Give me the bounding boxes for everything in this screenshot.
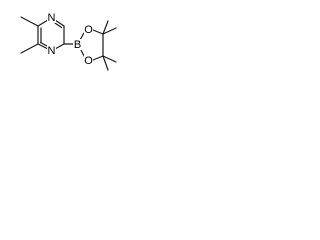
bond-pinacol-methyl-1: [102, 27, 117, 35]
bond-methyl-top: [20, 16, 39, 27]
bond-ring-c3-n4: [37, 19, 49, 27]
bond-pinacol-methyl-4: [102, 55, 109, 71]
bond-ring-n1-c2: [37, 43, 49, 50]
bond-ring-n4-c5-double: [54, 22, 63, 29]
bond-pinacol-methyl-3: [102, 55, 117, 63]
atom-o-lower-label: O: [84, 55, 93, 67]
atom-n-bottom: N: [47, 45, 56, 57]
atom-o-upper-label: O: [84, 24, 93, 36]
atom-n-top-label: N: [48, 12, 56, 24]
molecule-canvas: N N B O O: [0, 0, 120, 90]
atom-o-lower: O: [84, 55, 93, 67]
bond-ring-n4-c5: [54, 19, 65, 27]
bond-o-lower-c: [92, 55, 104, 61]
atom-n-top: N: [47, 12, 56, 24]
bond-b-o-upper: [79, 32, 85, 41]
atom-boron-label: B: [74, 39, 81, 51]
bond-methyl-bottom: [20, 43, 39, 54]
atom-boron: B: [73, 39, 82, 51]
bond-pinacol-methyl-2: [102, 20, 109, 35]
atom-n-bottom-label: N: [48, 45, 56, 57]
atom-o-upper: O: [84, 24, 93, 36]
bond-o-upper-c: [92, 29, 104, 35]
bond-ring-n1-c2-double: [39, 41, 48, 47]
bond-ring-c6-n1: [54, 43, 65, 50]
molecule-structure: N N B O O: [20, 12, 117, 71]
